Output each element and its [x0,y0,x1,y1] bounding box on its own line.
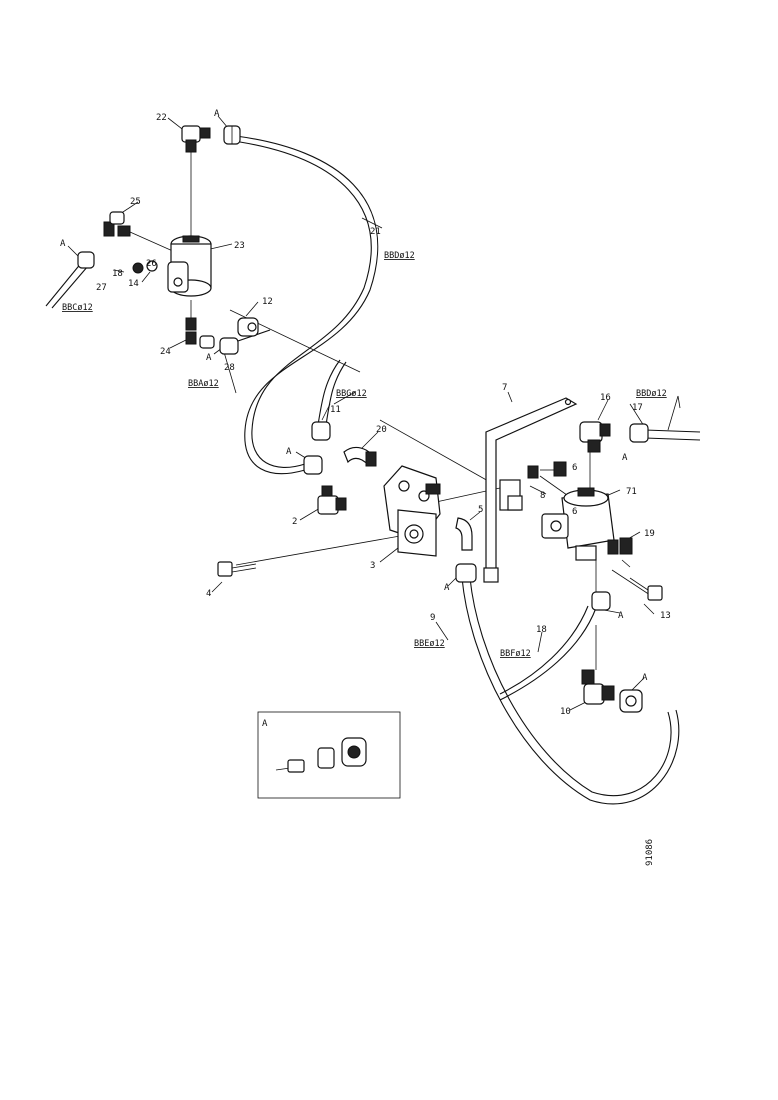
callout-7: 7 [502,383,507,393]
detail-inset-a: A [257,711,401,799]
hose-9 [461,577,680,805]
hose-18 [499,607,597,701]
connector-28 [219,337,239,355]
mark-a-top: A [214,109,220,119]
callout-12: 12 [262,297,273,307]
elbow-16 [579,421,611,453]
callout-5: 5 [478,505,483,515]
callouts: 22 25 23 18 14 26 27 12 24 28 21 11 20 2… [96,113,671,717]
hose-21 [235,135,379,475]
mark-a-9: A [444,583,450,593]
connector-27 [77,251,95,269]
connector-11 [311,421,331,441]
callout-23: 23 [234,241,245,251]
callout-19: 19 [644,529,655,539]
mark-a-left: A [60,239,66,249]
washer-8 [527,465,539,479]
callout-28: 28 [224,363,235,373]
inset-ferrule-icon [287,759,305,773]
mark-a-18: A [618,611,624,621]
callout-6b: 6 [572,507,577,517]
callout-21: 21 [370,227,381,237]
elbow-5 [455,517,473,551]
elbow-fitting-2 [317,485,347,515]
mark-a-2: A [286,447,292,457]
bolt-4 [217,561,257,577]
hose-code-bbe: BBEø12 [414,639,445,649]
hose-code-bbd-top: BBDø12 [384,251,415,261]
callout-27: 27 [96,283,107,293]
callout-9: 9 [430,613,435,623]
parts [77,125,663,713]
hose-code-bbf: BBFø12 [500,649,531,659]
connector-18-top [591,591,611,611]
bolt-13 [629,577,663,601]
hose-11 [317,359,341,426]
callout-16: 16 [600,393,611,403]
callout-22: 22 [156,113,167,123]
rings-18-26 [132,260,158,274]
nut-6 [553,461,567,477]
mark-a-28: A [206,353,212,363]
hose-code-bbg: BBGø12 [336,389,367,399]
callout-2: 2 [292,517,297,527]
callout-25: 25 [130,197,141,207]
connector-marks: A A A A A A A A [60,109,648,683]
mark-a-17: A [622,453,628,463]
hose-27 [45,261,83,307]
callout-10: 10 [560,707,571,717]
hose-code-bba: BBAø12 [188,379,219,389]
connector-9-top [455,563,477,583]
inset-title: A [262,719,268,729]
callout-18b: 18 [536,625,547,635]
inset-frame [257,711,401,799]
callout-8: 8 [540,491,545,501]
connector-nut-top [223,125,241,145]
hose-code-bbd-right: BBDø12 [636,389,667,399]
drawing-number: 91086 [645,839,655,866]
hose-code-bbc: BBCø12 [62,303,93,313]
callout-13: 13 [660,611,671,621]
callout-14: 14 [128,279,139,289]
callout-26: 26 [146,259,157,269]
callout-18: 18 [112,269,123,279]
hose-17 [644,429,701,433]
connector-17 [629,423,649,443]
callout-24: 24 [160,347,171,357]
callout-4: 4 [206,589,211,599]
callout-71: 71 [626,487,637,497]
callout-3: 3 [370,561,375,571]
callout-6: 6 [572,463,577,473]
leader-lines [67,115,681,711]
elbow-10 [581,669,615,705]
callout-17: 17 [632,403,643,413]
hose-codes: BBDø12 BBGø12 BBCø12 BBAø12 BBEø12 BBFø1… [62,251,667,659]
mark-a-10: A [642,673,648,683]
connector-9-bottom [619,689,643,713]
main-valve-block-3 [383,465,441,557]
fitting-19 [607,537,633,555]
inset-ring-icon [317,747,335,769]
valve-body-23 [167,235,212,297]
elbow-fitting-22 [181,125,211,153]
callout-20: 20 [376,425,387,435]
valve-71 [541,487,615,561]
connector-12 [237,317,259,337]
fitting-24 [185,317,215,349]
fitting-25 [103,211,131,237]
bracket-7 [483,397,578,583]
connector-2-top [303,455,323,475]
elbow-20 [343,446,377,467]
callout-11: 11 [330,405,341,415]
